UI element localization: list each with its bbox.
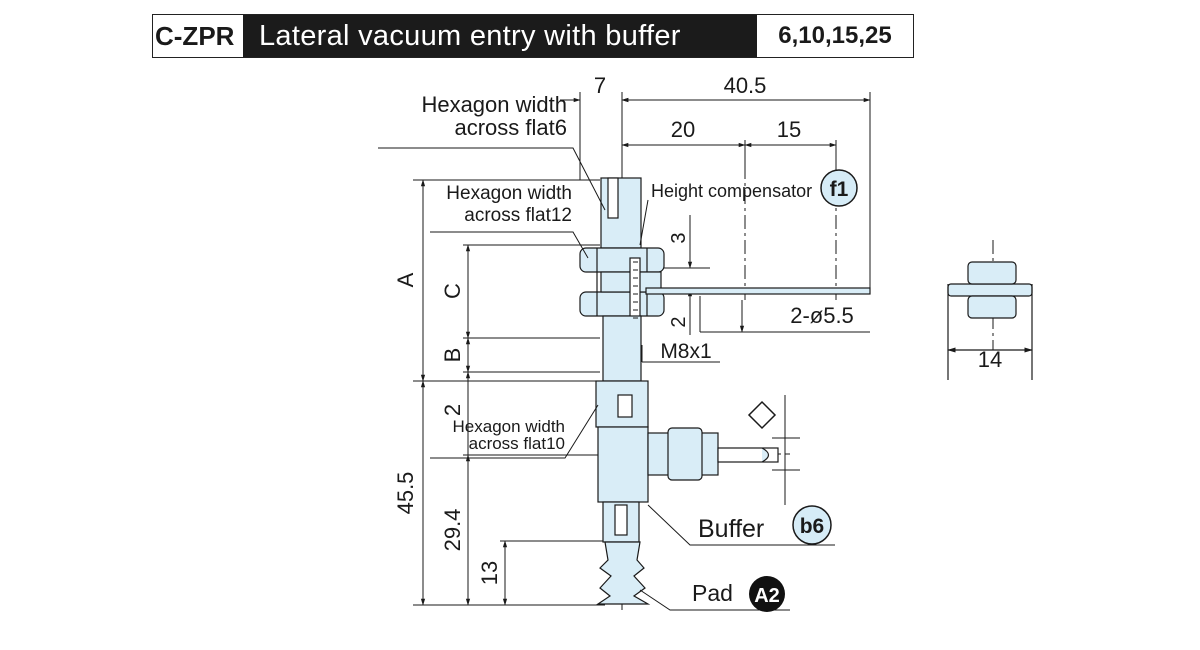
dim-7: 7	[594, 73, 606, 98]
dim-40-5: 40.5	[724, 73, 767, 98]
height-compensator-label: Height compensator	[651, 181, 812, 201]
spring-lines	[633, 261, 638, 319]
dim-20: 20	[671, 117, 695, 142]
dim-29-4: 29.4	[440, 509, 465, 552]
dim-45-5: 45.5	[393, 472, 418, 515]
badge-b6: b6	[792, 505, 832, 545]
dim-2-side: 2	[668, 316, 690, 327]
drawing-title: Lateral vacuum entry with buffer	[243, 15, 757, 57]
dim-b: B	[440, 348, 465, 363]
title-bar: C-ZPR Lateral vacuum entry with buffer 6…	[152, 14, 914, 58]
dim-2-top: 2	[440, 404, 465, 416]
diamond-symbol	[747, 400, 777, 430]
dim-13: 13	[477, 561, 502, 585]
dim-3: 3	[668, 232, 690, 243]
dim-a: A	[393, 272, 418, 287]
badge-a2-text: A2	[754, 585, 780, 607]
hex6-label-line1: Hexagon width	[421, 92, 567, 117]
pad-label: Pad	[692, 580, 733, 606]
dim-14: 14	[978, 347, 1002, 372]
side-view-nut	[947, 261, 1033, 380]
dim-holes: 2-ø5.5	[790, 303, 854, 328]
badge-f1: f1	[820, 169, 858, 207]
hex12-label-line1: Hexagon width	[446, 183, 572, 204]
model-code: C-ZPR	[153, 15, 243, 57]
size-list: 6,10,15,25	[757, 15, 913, 57]
hex6-label-line2: across flat6	[455, 115, 568, 140]
hex12-label-line2: across flat12	[464, 205, 572, 226]
badge-a2: A2	[749, 576, 785, 612]
part-body	[579, 177, 871, 605]
hex10-label-line2: across flat10	[469, 434, 565, 453]
dim-c: C	[440, 283, 465, 299]
hex10-label-line1: Hexagon width	[453, 417, 565, 436]
dim-15: 15	[777, 117, 801, 142]
badge-f1-text: f1	[830, 178, 849, 201]
leader-lines	[378, 147, 835, 611]
buffer-label: Buffer	[698, 515, 764, 543]
badge-b6-text: b6	[800, 515, 825, 538]
dim-thread: M8x1	[660, 340, 711, 363]
dimension-lines	[413, 92, 871, 606]
